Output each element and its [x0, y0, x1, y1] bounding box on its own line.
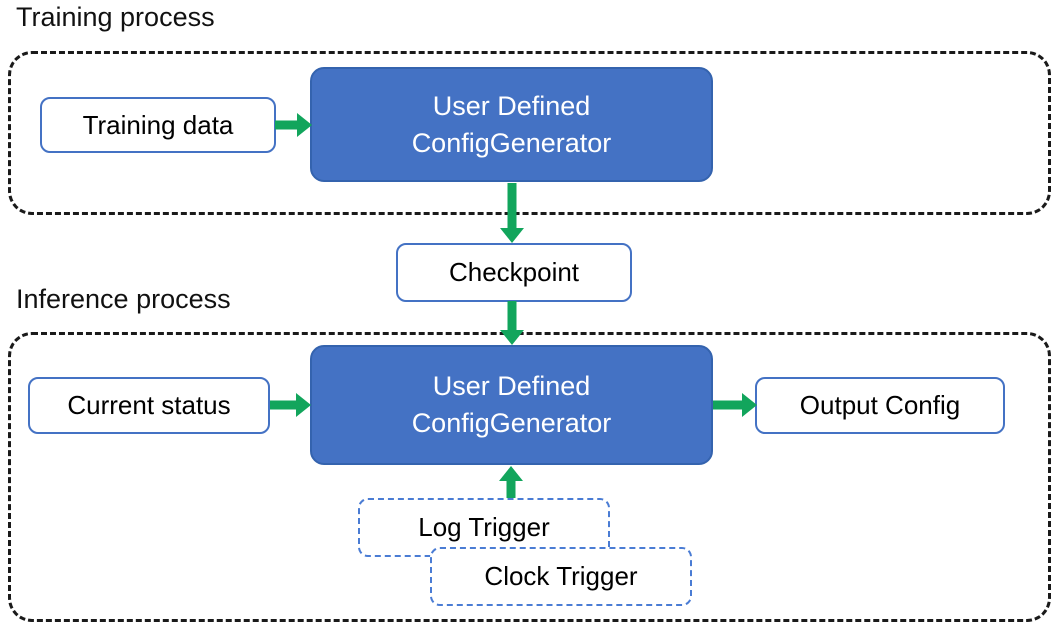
arrow-generator-to-checkpoint [500, 183, 524, 243]
inference-generator-box: User Defined ConfigGenerator [310, 345, 713, 465]
arrow-checkpoint-to-generator [500, 301, 524, 345]
generator-label-line2: ConfigGenerator [411, 408, 612, 438]
current-status-box: Current status [28, 377, 270, 434]
arrow-shaft [270, 400, 297, 410]
inference-container [8, 332, 1051, 622]
arrow-shaft [506, 480, 516, 498]
arrow-head [742, 393, 757, 417]
generator-label-line1: User Defined [432, 371, 591, 401]
training-data-box: Training data [40, 97, 276, 153]
inference-section-label: Inference process [16, 284, 231, 314]
log-trigger-label: Log Trigger [418, 512, 550, 542]
arrow-shaft [507, 183, 517, 229]
checkpoint-label: Checkpoint [448, 257, 580, 287]
arrow-head [297, 113, 312, 137]
current-status-label: Current status [67, 390, 231, 420]
arrow-head [500, 330, 524, 345]
arrow-shaft [713, 400, 743, 410]
arrow-training-data-to-generator [275, 113, 312, 137]
clock-trigger-label: Clock Trigger [484, 561, 638, 591]
output-config-label: Output Config [799, 390, 961, 420]
training-generator-box: User Defined ConfigGenerator [310, 67, 713, 182]
generator-label-line1: User Defined [432, 90, 591, 121]
training-section-label: Training process [16, 2, 215, 32]
arrow-current-status-to-generator [270, 393, 311, 417]
arrow-shaft [507, 301, 517, 331]
clock-trigger-box: Clock Trigger [430, 547, 692, 606]
arrow-head [296, 393, 311, 417]
arrow-head [500, 228, 524, 243]
checkpoint-box: Checkpoint [396, 243, 632, 302]
arrow-triggers-to-generator [499, 466, 523, 498]
arrow-shaft [275, 120, 298, 130]
training-container [8, 51, 1051, 215]
training-data-label: Training data [82, 109, 234, 140]
generator-label-line2: ConfigGenerator [411, 127, 612, 158]
arrow-generator-to-output [713, 393, 757, 417]
output-config-box: Output Config [755, 377, 1005, 434]
arrow-head [499, 466, 523, 481]
